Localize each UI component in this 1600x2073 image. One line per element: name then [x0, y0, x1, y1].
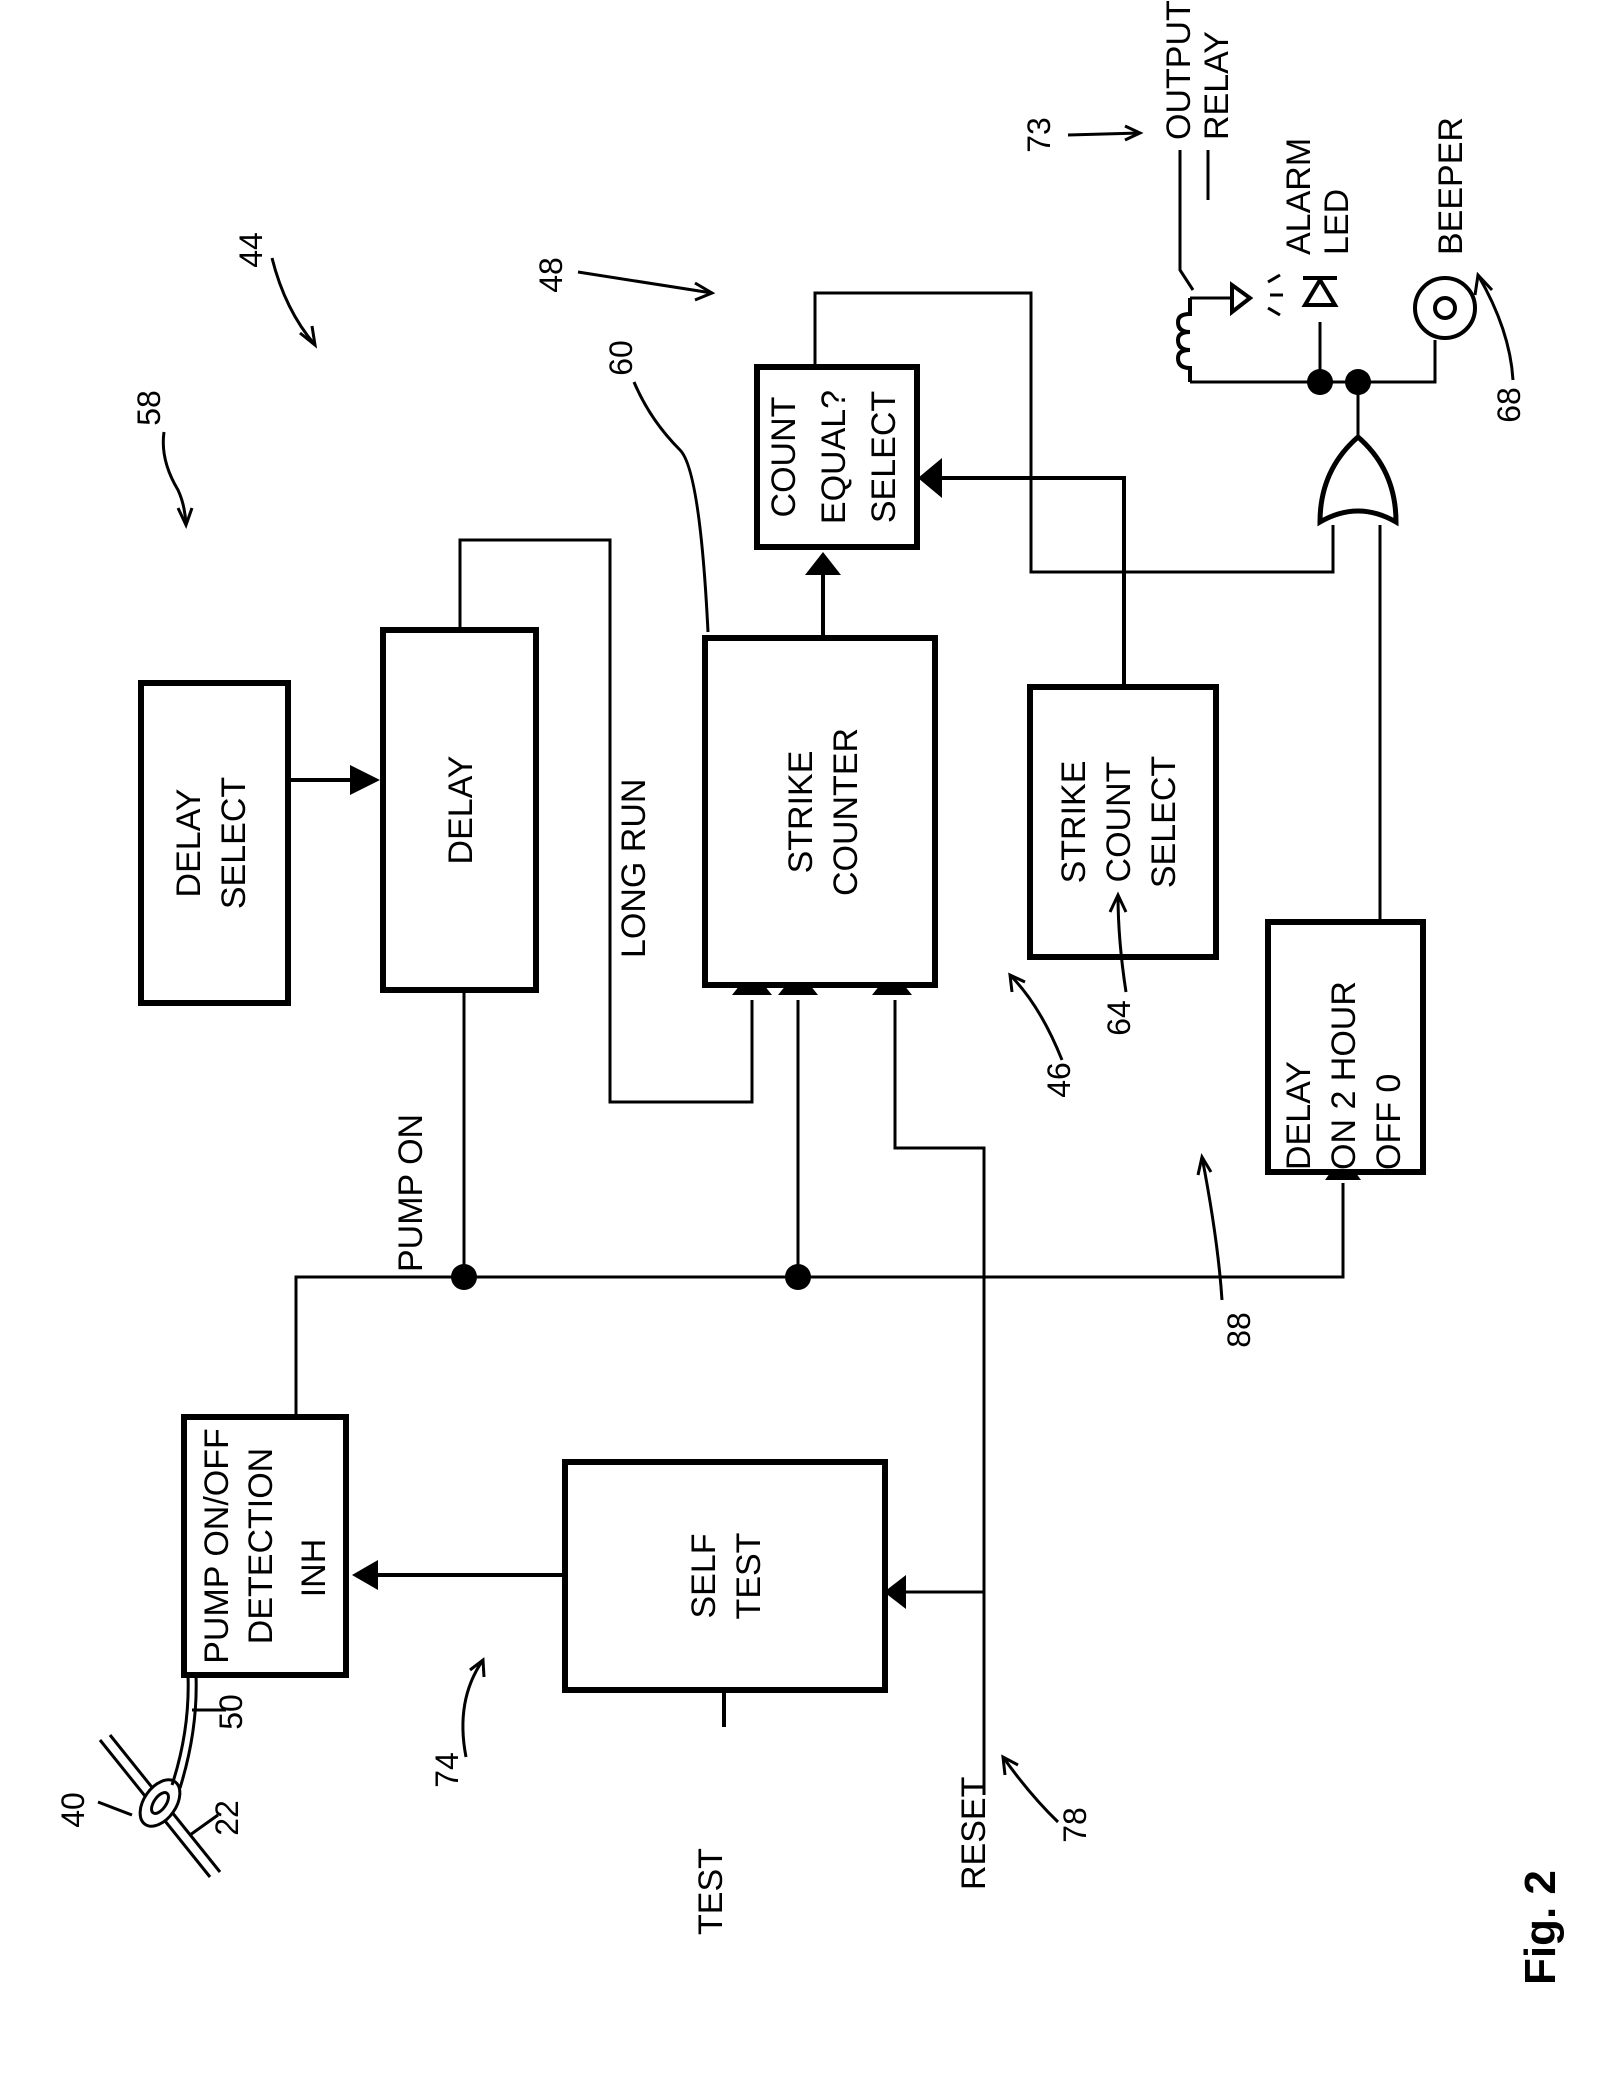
self-test-block: SELF TEST	[562, 1459, 888, 1693]
beeper-icon	[1413, 276, 1477, 340]
arrowhead-compare-from-select	[918, 458, 942, 498]
svg-text:44: 44	[233, 232, 269, 268]
ref-22: 22	[189, 1800, 245, 1837]
wire-reset	[893, 1000, 986, 1795]
count-equal-label-3: SELECT	[865, 391, 903, 523]
ref-88: 88	[1196, 1153, 1257, 1348]
ref-46: 46	[1008, 972, 1077, 1098]
wire-compare-to-or	[813, 291, 1335, 574]
pump-detection-block: PUMP ON/OFF DETECTION INH	[181, 1414, 349, 1678]
test-label: TEST	[692, 1848, 730, 1935]
wire-pump-on-bus	[294, 1183, 1345, 1417]
svg-text:64: 64	[1101, 1000, 1137, 1036]
self-test-label-2: TEST	[730, 1533, 768, 1620]
svg-text:60: 60	[603, 340, 639, 376]
svg-text:68: 68	[1491, 387, 1527, 423]
ref-50: 50	[192, 1694, 249, 1730]
ref-58: 58	[131, 390, 194, 529]
strike-count-select-label-3: SELECT	[1145, 756, 1183, 888]
or-gate-icon	[1317, 433, 1399, 527]
ref-48: 48	[533, 257, 716, 302]
relay-coil-icon	[1175, 298, 1192, 382]
alarm-led-label-2: LED	[1318, 189, 1356, 255]
delay-select-block: DELAY SELECT	[138, 680, 291, 1006]
strike-count-select-label-1: STRIKE	[1055, 761, 1093, 884]
arrowhead-delay-select	[350, 765, 380, 795]
svg-text:58: 58	[131, 390, 167, 426]
pump-detection-label-1: PUMP ON/OFF	[198, 1428, 236, 1664]
alarm-led-icon	[1267, 273, 1339, 317]
svg-text:40: 40	[55, 1792, 91, 1828]
reset-label: RESET	[955, 1777, 993, 1890]
ref-44: 44	[233, 232, 318, 349]
pump-on-label: PUMP ON	[392, 1114, 430, 1272]
output-relay-label-2: RELAY	[1198, 31, 1236, 140]
delay-block: DELAY	[380, 627, 539, 993]
svg-text:73: 73	[1021, 117, 1057, 153]
ref-73: 73	[1021, 117, 1144, 153]
svg-text:88: 88	[1221, 1312, 1257, 1348]
delay-on-off-label-3: OFF 0	[1370, 1074, 1408, 1170]
wire-strike-select-to-compare	[935, 476, 1126, 685]
figure-caption: Fig. 2	[1516, 1870, 1565, 1985]
beeper-label: BEEPER	[1432, 117, 1470, 255]
delay-label: DELAY	[442, 756, 480, 865]
long-run-label: LONG RUN	[615, 779, 653, 958]
delay-select-label-1: DELAY	[170, 789, 208, 898]
strike-count-select-block: STRIKE COUNT SELECT	[1027, 684, 1219, 960]
delay-select-label-2: SELECT	[215, 777, 253, 909]
svg-text:74: 74	[429, 1752, 465, 1788]
ref-64: 64	[1101, 891, 1137, 1036]
ref-74: 74	[429, 1657, 486, 1788]
output-relay-label-1: OUTPUT	[1160, 0, 1198, 140]
alarm-led-label-1: ALARM	[1280, 138, 1318, 255]
strike-counter-label-2: COUNTER	[827, 728, 865, 896]
pump-detection-label-2: DETECTION	[242, 1448, 280, 1644]
strike-counter-block: STRIKE COUNTER	[702, 635, 938, 988]
arrowhead-compare-from-counter	[805, 552, 841, 575]
delay-on-off-label-2: ON 2 HOUR	[1325, 981, 1363, 1170]
count-equal-select-block: COUNT EQUAL? SELECT	[754, 364, 920, 550]
junction-dot	[1307, 369, 1333, 395]
current-sensor-icon	[98, 1674, 222, 1878]
relay-leader	[1178, 150, 1195, 291]
junction-dot	[1345, 369, 1371, 395]
pump-detection-label-3: INH	[295, 1539, 333, 1598]
svg-text:46: 46	[1041, 1062, 1077, 1098]
svg-text:50: 50	[213, 1694, 249, 1730]
count-equal-label-1: COUNT	[765, 397, 803, 518]
ref-40: 40	[55, 1792, 133, 1828]
relay-triangle-icon	[1230, 281, 1254, 317]
self-test-label-1: SELF	[685, 1533, 723, 1618]
strike-count-select-label-2: COUNT	[1100, 762, 1138, 883]
arrowhead-selftest-reset	[884, 1575, 906, 1609]
svg-text:78: 78	[1057, 1807, 1093, 1843]
ref-68: 68	[1473, 271, 1527, 423]
wire-long-run	[458, 538, 754, 1104]
count-equal-label-2: EQUAL?	[815, 390, 853, 524]
ref-78: 78	[1001, 1754, 1093, 1843]
junction-dot	[785, 1264, 811, 1290]
wire-output-bus	[1190, 340, 1437, 384]
junction-dot	[451, 1264, 477, 1290]
delay-on-off-label-1: DELAY	[1280, 1061, 1318, 1170]
ref-60: 60	[603, 340, 710, 633]
delay-on-off-block: DELAY ON 2 HOUR OFF 0	[1265, 919, 1426, 1175]
svg-text:48: 48	[533, 257, 569, 293]
arrowhead-inh	[352, 1560, 378, 1590]
strike-counter-label-1: STRIKE	[782, 751, 820, 874]
